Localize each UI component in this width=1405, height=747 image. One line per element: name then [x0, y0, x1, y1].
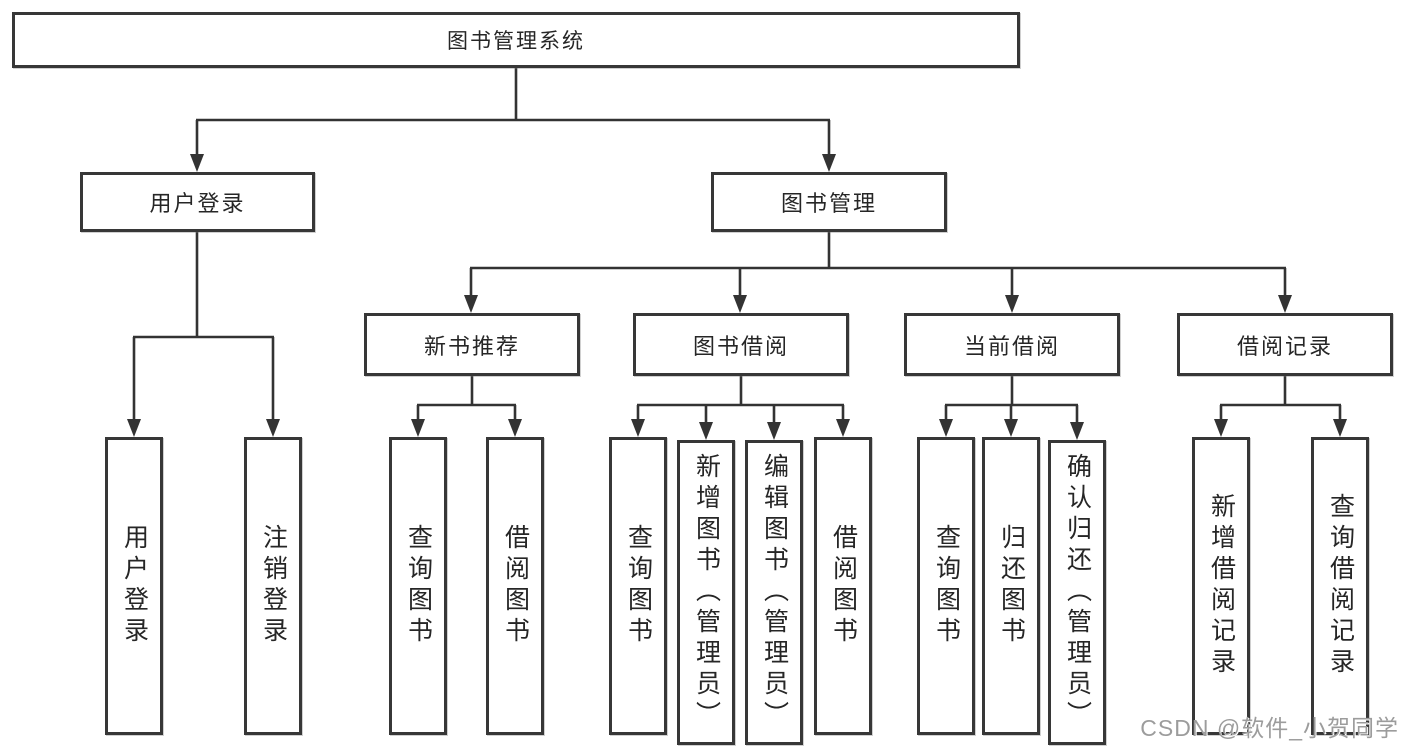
- node-label: 新书推荐: [423, 333, 520, 359]
- node-label: 借阅记录: [1236, 333, 1333, 359]
- leaf-label: 用户登录: [120, 524, 149, 648]
- leaf-query-book-current: 查询图书: [917, 437, 975, 735]
- node-book-borrow: 图书借阅: [633, 313, 849, 376]
- leaf-label: 新增图书（管理员）: [692, 453, 721, 732]
- node-label: 当前借阅: [963, 333, 1060, 359]
- node-user-login: 用户登录: [80, 172, 315, 232]
- node-label: 图书借阅: [692, 333, 789, 359]
- leaf-query-book-borrow: 查询图书: [609, 437, 667, 735]
- leaf-label: 归还图书: [997, 524, 1026, 648]
- leaf-label: 编辑图书（管理员）: [760, 453, 789, 732]
- node-current-borrow: 当前借阅: [904, 313, 1120, 376]
- leaf-label: 新增借阅记录: [1207, 493, 1236, 679]
- leaf-label: 查询借阅记录: [1326, 493, 1355, 679]
- leaf-edit-book-admin: 编辑图书（管理员）: [745, 440, 803, 745]
- leaf-confirm-return-admin: 确认归还（管理员）: [1048, 440, 1106, 745]
- node-label: 图书管理: [780, 191, 877, 216]
- leaf-label: 查询图书: [404, 524, 433, 648]
- leaf-borrow-book-recommend: 借阅图书: [486, 437, 544, 735]
- leaf-label: 借阅图书: [501, 524, 530, 648]
- node-book-management: 图书管理: [711, 172, 947, 232]
- leaf-label: 查询图书: [932, 524, 961, 648]
- leaf-query-book-recommend: 查询图书: [389, 437, 447, 735]
- leaf-user-login: 用户登录: [105, 437, 163, 735]
- leaf-label: 确认归还（管理员）: [1063, 453, 1092, 732]
- leaf-label: 借阅图书: [829, 524, 858, 648]
- leaf-borrow-book: 借阅图书: [814, 437, 872, 735]
- leaf-label: 查询图书: [624, 524, 653, 648]
- node-label: 图书管理系统: [447, 30, 585, 53]
- leaf-label: 注销登录: [259, 524, 288, 648]
- node-borrow-records: 借阅记录: [1177, 313, 1393, 376]
- node-new-book-recommend: 新书推荐: [364, 313, 580, 376]
- leaf-add-book-admin: 新增图书（管理员）: [677, 440, 735, 745]
- watermark: CSDN @软件_小贺同学: [1140, 715, 1399, 741]
- leaf-logout-login: 注销登录: [244, 437, 302, 735]
- node-library-management-system: 图书管理系统: [12, 12, 1020, 68]
- node-label: 用户登录: [149, 191, 246, 216]
- leaf-add-borrow-record: 新增借阅记录: [1192, 437, 1250, 735]
- leaf-query-borrow-record: 查询借阅记录: [1311, 437, 1369, 735]
- leaf-return-book: 归还图书: [982, 437, 1040, 735]
